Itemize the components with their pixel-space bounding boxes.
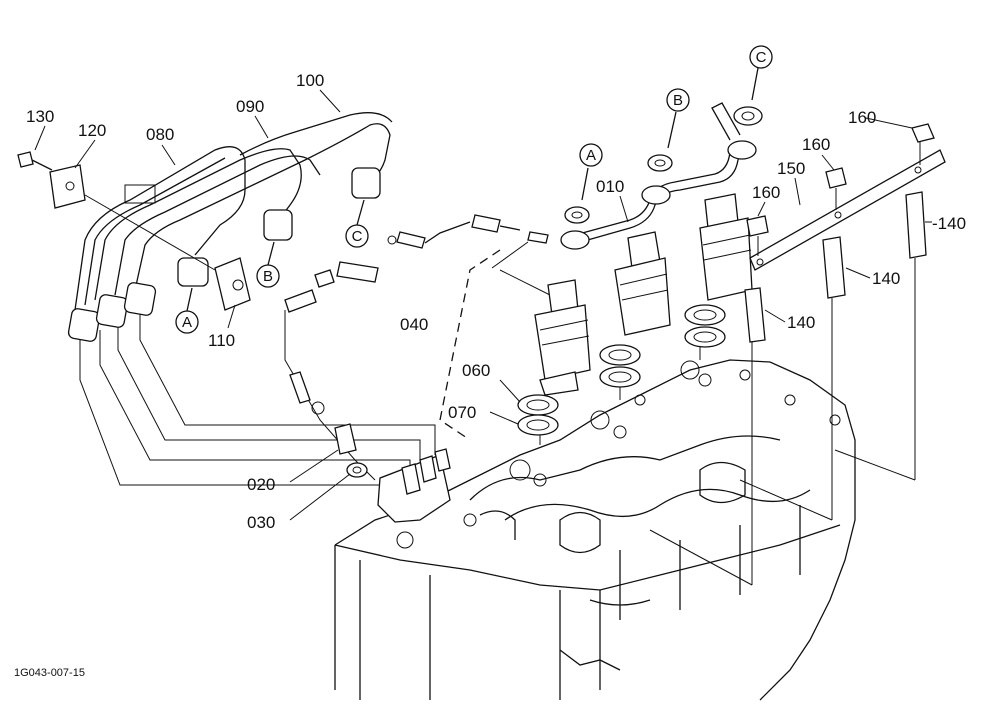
label-140-middle: 140 (872, 269, 900, 288)
label-090: 090 (236, 97, 264, 116)
marker-b-return: B (673, 92, 683, 109)
part-number-labels: 130 120 080 090 100 110 010 040 060 070 … (26, 71, 966, 532)
pump-fittings (334, 423, 451, 549)
reference-markers: A B C A B C (175, 45, 773, 334)
injection-nozzles (517, 193, 753, 436)
drawing-code: 1G043-007-15 (14, 667, 85, 679)
label-070: 070 (448, 403, 476, 422)
label-080: 080 (146, 125, 174, 144)
marker-b-pipe: B (263, 268, 273, 285)
glow-plug-parts (744, 123, 946, 360)
label-060: 060 (462, 361, 490, 380)
marker-a-pipe: A (182, 314, 192, 331)
label-130: 130 (26, 107, 54, 126)
label-160-middle: 160 (802, 135, 830, 154)
cylinder-head (334, 359, 856, 701)
label-040: 040 (400, 315, 428, 334)
label-150: 150 (777, 159, 805, 178)
return-pipe (560, 67, 763, 250)
label-010: 010 (596, 177, 624, 196)
injection-pipes (67, 112, 393, 342)
label-160-lower: 160 (752, 183, 780, 202)
marker-c-return: C (756, 49, 767, 66)
leader-lines (79, 249, 916, 586)
label-140-left: 140 (787, 313, 815, 332)
label-110: 110 (208, 331, 235, 350)
marker-a-return: A (586, 147, 596, 164)
label-100: 100 (296, 71, 324, 90)
label-160-top: 160 (848, 108, 876, 127)
label-140-right: -140 (932, 214, 966, 233)
leakoff-hose-parts (284, 214, 549, 415)
label-030: 030 (247, 513, 275, 532)
label-120: 120 (78, 121, 106, 140)
label-020: 020 (247, 475, 275, 494)
pipe-clamp-parts (17, 151, 251, 311)
marker-c-pipe: C (352, 228, 363, 245)
